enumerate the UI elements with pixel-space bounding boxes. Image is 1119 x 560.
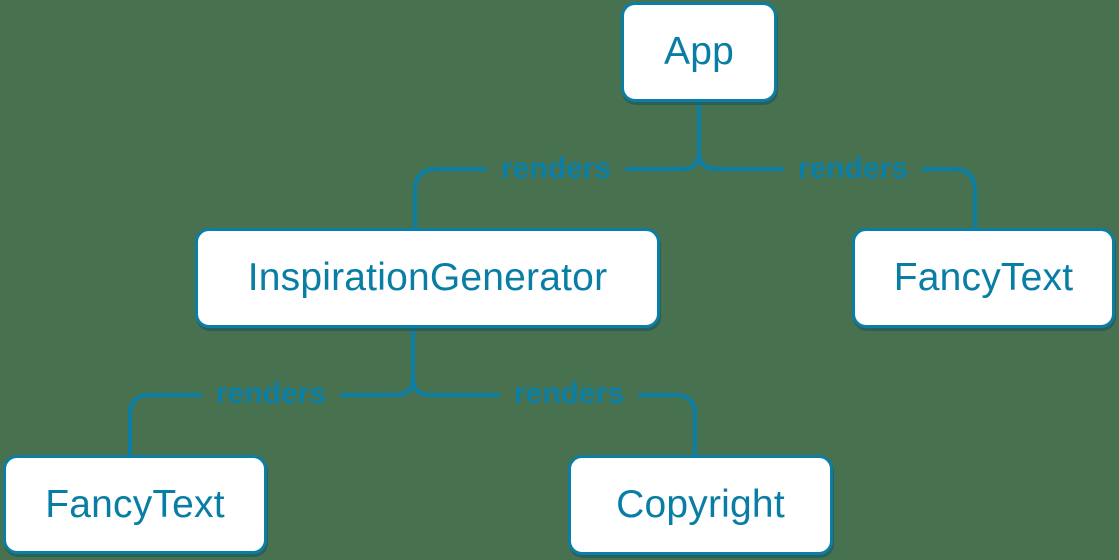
edge-label-renders-inspiration-fancytext: renders xyxy=(201,377,341,411)
node-fancy-text-bottom-left-label: FancyText xyxy=(45,482,225,526)
node-inspiration-generator-label: InspirationGenerator xyxy=(247,256,608,299)
edge-label-renders-app-inspiration: renders xyxy=(486,152,626,186)
node-app-label: App xyxy=(664,30,734,73)
edge-inspiration-to-copyright xyxy=(411,376,697,457)
node-copyright-label: Copyright xyxy=(616,483,785,526)
node-fancy-text-top-right: FancyText xyxy=(852,228,1115,328)
node-fancy-text-top-right-label: FancyText xyxy=(893,256,1074,299)
edge-app-to-fancytext xyxy=(697,150,977,230)
edge-label-renders-app-fancytext: renders xyxy=(783,152,923,186)
node-inspiration-generator: InspirationGenerator xyxy=(195,228,660,328)
node-app: App xyxy=(621,2,777,102)
node-copyright: Copyright xyxy=(568,455,833,555)
node-fancy-text-bottom-left: FancyText xyxy=(3,455,267,554)
edge-app-to-inspiration xyxy=(413,150,701,230)
edge-label-renders-inspiration-copyright: renders xyxy=(499,377,639,411)
edge-inspiration-to-fancytext xyxy=(128,376,415,457)
